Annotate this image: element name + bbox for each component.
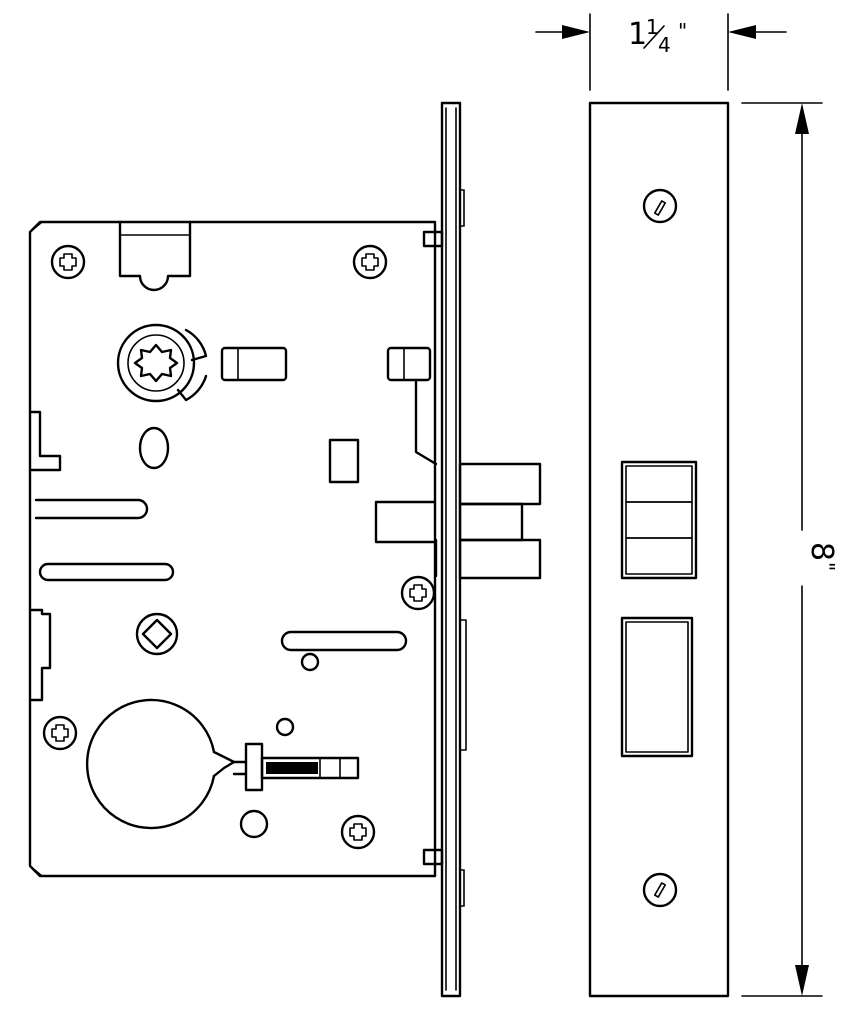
front-faceplate (588, 101, 730, 998)
slot-2 (38, 562, 175, 582)
latch-bolt-middle (458, 502, 524, 542)
width-numerator: 1 (646, 15, 659, 39)
screw-top-left (50, 244, 86, 280)
faceplate-outline (588, 101, 730, 998)
faceplate-edge (440, 101, 462, 998)
latch-bolt-upper (458, 462, 542, 506)
small-hole-2 (275, 717, 295, 737)
faceplate-screw-top (642, 188, 678, 224)
thumbturn-hole (135, 612, 179, 656)
slot-3 (280, 630, 408, 652)
small-square-hole (328, 438, 360, 484)
cylinder-tailpiece (212, 742, 360, 792)
auxiliary-latch-block (386, 346, 432, 382)
height-dimension: 8 " (741, 102, 839, 997)
screw-top-right (352, 244, 388, 280)
deadbolt-stub (374, 500, 437, 544)
faceplate-screw-bottom (642, 872, 678, 908)
width-dimension: 1 1 4 " (535, 13, 787, 91)
screw-bottom-right (340, 814, 376, 850)
stop-block (220, 346, 288, 382)
height-unit: " (815, 562, 839, 571)
slot-1 (34, 498, 149, 520)
left-edge-fitting-bottom (28, 608, 52, 702)
width-whole: 1 (628, 17, 647, 52)
hub-spindle (116, 323, 208, 403)
top-notch (118, 220, 192, 292)
top-tab (422, 230, 444, 248)
case-body (28, 220, 437, 878)
lock-case (28, 101, 542, 998)
left-edge-fitting-top (28, 410, 62, 472)
width-unit: " (678, 19, 687, 43)
latch-openings (620, 460, 698, 580)
small-hole-3 (239, 809, 269, 839)
cylinder-opening (86, 698, 216, 830)
deadbolt-opening (620, 616, 694, 758)
small-hole-1 (300, 652, 320, 672)
height-value: 8 (804, 542, 839, 561)
screw-middle-right (400, 575, 436, 611)
latch-bolt-lower (458, 538, 542, 580)
oval-hole (138, 426, 170, 470)
width-denominator: 4 (658, 33, 671, 57)
screw-bottom-left (42, 715, 78, 751)
bottom-tab (422, 848, 444, 866)
internal-channel (414, 378, 438, 578)
